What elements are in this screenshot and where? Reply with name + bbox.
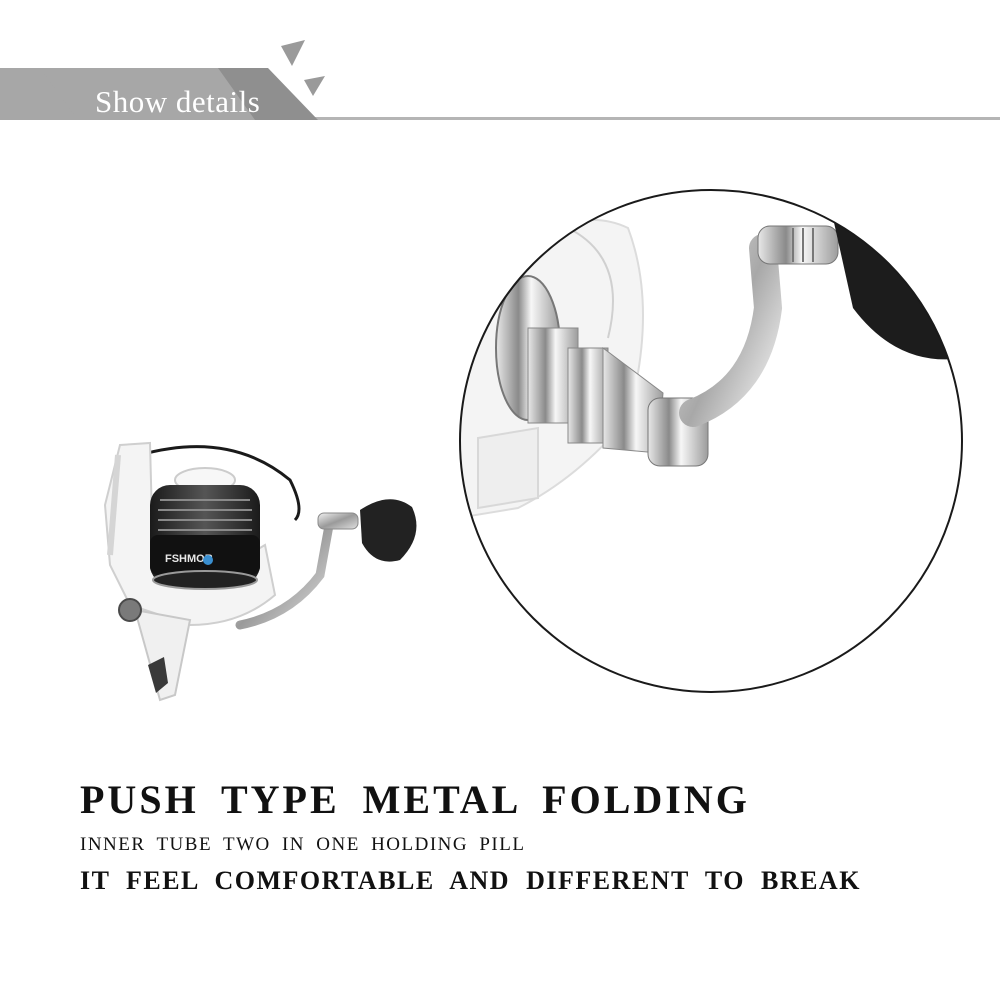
reel-product-image: FSHMOR [90,425,430,710]
banner-band-main [40,68,285,120]
feature-tagline: IT FEEL COMFORTABLE AND DIFFERENT TO BRE… [80,866,861,895]
section-banner: Show details [0,0,1000,160]
feature-headline: PUSH TYPE METAL FOLDING [80,777,750,822]
handle-closeup-image [458,188,964,694]
banner-graphic [0,40,1000,120]
banner-rule-line [300,117,1000,120]
banner-band-left [0,68,88,120]
banner-arrow-upper [281,40,305,66]
banner-band-accent [218,68,318,120]
banner-title: Show details [95,84,261,119]
closeup-circle-frame [459,189,963,693]
feature-subline: INNER TUBE TWO IN ONE HOLDING PILL [80,834,526,855]
reel-brand-label: FSHMOR [165,553,213,565]
banner-arrow-lower [304,76,325,96]
